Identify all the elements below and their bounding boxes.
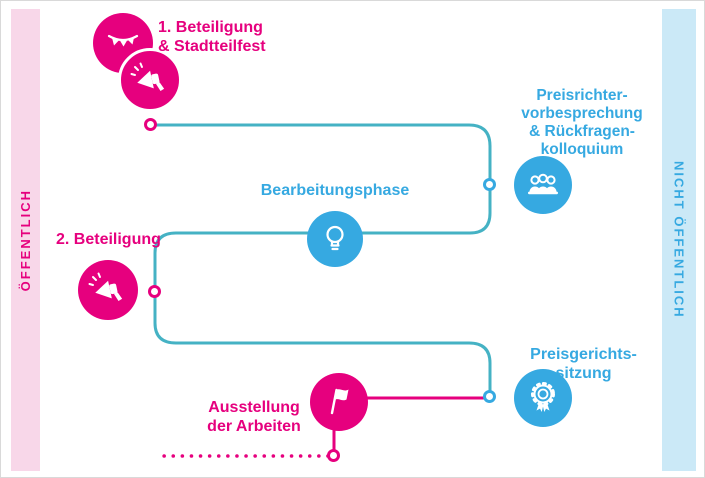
ausstellung-circle bbox=[310, 373, 368, 431]
medal-icon bbox=[531, 382, 555, 412]
label-beteiligung2: 2. Beteiligung bbox=[56, 231, 161, 248]
connector-step1-to-preisrichter bbox=[151, 123, 492, 185]
label-ausstellung: Ausstellung der Arbeiten bbox=[207, 399, 301, 435]
megaphone-icon bbox=[130, 62, 165, 92]
committee-icon bbox=[528, 173, 558, 195]
node-preisrichter bbox=[483, 178, 496, 191]
connector-beteiligung2-to-preisgericht bbox=[153, 292, 492, 397]
band-not-public-label: NICHT ÖFFENTLICH bbox=[671, 161, 687, 319]
megaphone-icon bbox=[88, 272, 123, 302]
band-public: ÖFFENTLICH bbox=[11, 9, 40, 471]
preisrichter-circle bbox=[514, 156, 572, 214]
bunting-icon bbox=[107, 34, 139, 47]
band-not-public: NICHT ÖFFENTLICH bbox=[662, 9, 696, 471]
beteiligung2-circle bbox=[78, 260, 138, 320]
label-beteiligung1: 1. Beteiligung & Stadtteilfest bbox=[158, 19, 266, 55]
label-preisgericht: Preisgerichts- sitzung bbox=[530, 346, 637, 382]
node-ausstellung bbox=[327, 449, 340, 462]
lightbulb-icon bbox=[326, 225, 344, 251]
preisgericht-circle bbox=[514, 369, 572, 427]
step1-megaphone-circle bbox=[118, 48, 182, 112]
node-beteiligung2 bbox=[148, 285, 161, 298]
label-preisrichter: Preisrichter- vorbesprechung & Rückfrage… bbox=[521, 87, 643, 158]
label-bearbeitungsphase: Bearbeitungsphase bbox=[260, 182, 410, 199]
flag-icon bbox=[330, 388, 349, 415]
bearbeitungsphase-circle bbox=[307, 211, 363, 267]
node-preisgericht bbox=[483, 390, 496, 403]
node-step1 bbox=[144, 118, 157, 131]
